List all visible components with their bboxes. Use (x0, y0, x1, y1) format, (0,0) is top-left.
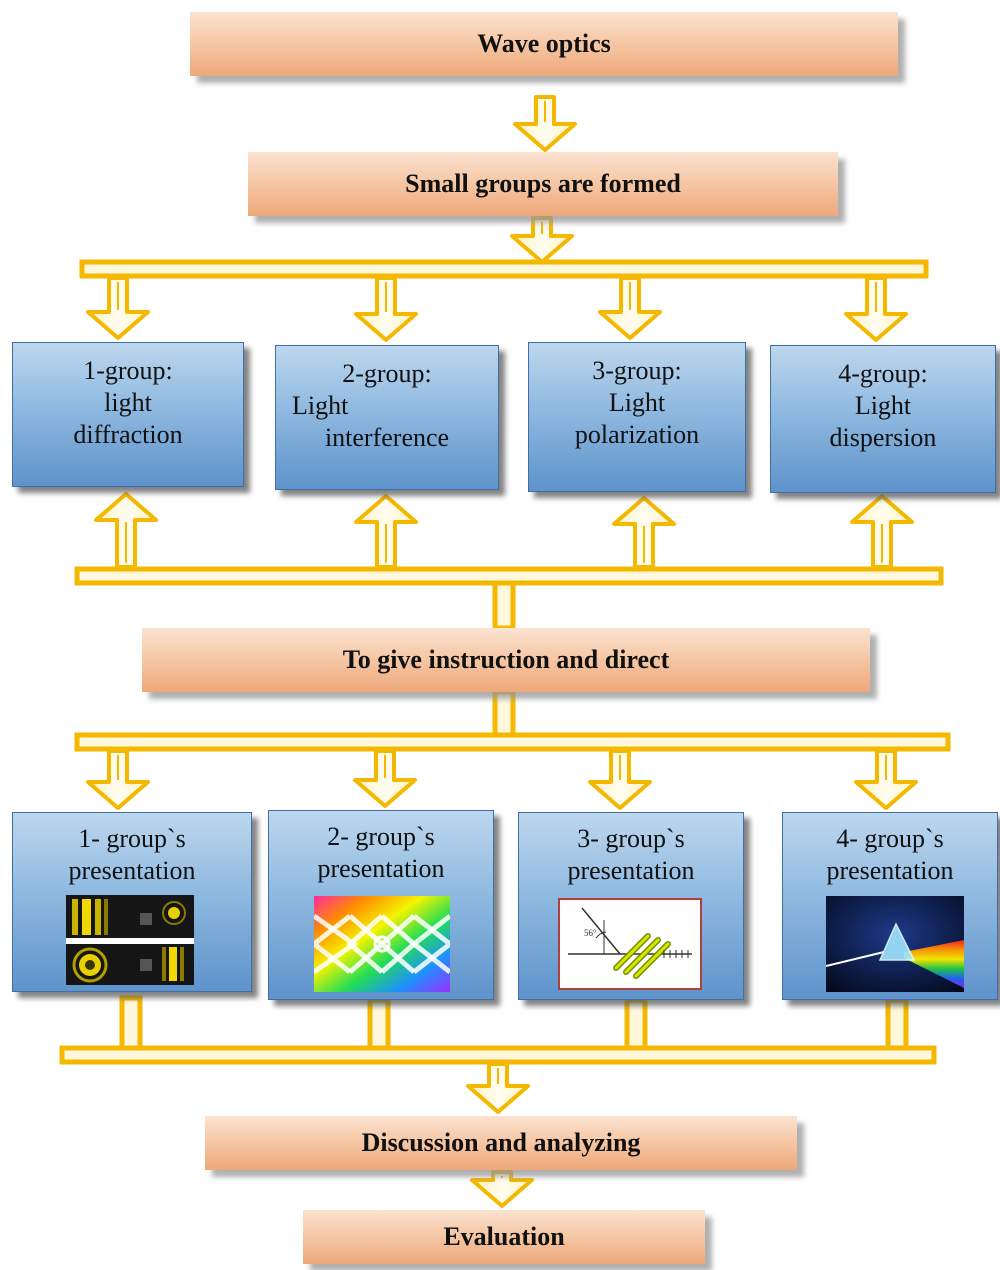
group-box-1: 1-group: light diffraction (12, 342, 244, 487)
connector-bar-groups-top (79, 259, 929, 279)
interference-pattern-image (314, 896, 450, 992)
small-groups-label: Small groups are formed (405, 169, 681, 198)
presentation-1-line-1: 1- group`s (78, 824, 186, 853)
group-1-line-3: diffraction (73, 420, 183, 449)
prism-dispersion-image (826, 896, 964, 992)
connector-stem-from-instruction (492, 689, 516, 738)
wave-optics-box: Wave optics (190, 12, 898, 76)
evaluation-box: Evaluation (303, 1210, 705, 1264)
group-2-line-1: 2-group: (342, 359, 432, 388)
instruction-box: To give instruction and direct (142, 628, 870, 692)
polarization-diagram-image: 56° (558, 898, 702, 990)
group-3-line-1: 3-group: (592, 356, 682, 385)
discussion-box: Discussion and analyzing (205, 1116, 797, 1170)
group-1-line-2: light (104, 388, 152, 417)
presentation-4-line-2: presentation (826, 856, 954, 885)
connector-stem-presentation-4 (885, 997, 909, 1051)
arrow-to-evaluation (470, 1170, 534, 1208)
arrow-wave-to-groups (513, 95, 577, 152)
group-2-line-2: Light (292, 391, 349, 420)
group-4-line-1: 4-group: (838, 359, 928, 388)
connector-bar-presentations-bottom (59, 1045, 937, 1065)
evaluation-label: Evaluation (443, 1222, 565, 1251)
connector-stem-presentation-2 (367, 997, 391, 1051)
presentation-1-line-2: presentation (68, 856, 196, 885)
group-2-line-3: interference (324, 423, 450, 452)
presentation-2-line-2: presentation (317, 854, 445, 883)
connector-stem-presentation-1 (119, 995, 143, 1051)
small-groups-box: Small groups are formed (248, 152, 838, 216)
polarization-angle-label: 56° (584, 928, 597, 938)
wave-optics-title: Wave optics (477, 29, 611, 58)
arrow-groups-to-bar (510, 216, 574, 264)
group-3-line-2: Light (608, 388, 666, 417)
presentation-3-line-1: 3- group`s (577, 824, 685, 853)
group-box-4: 4-group: Light dispersion (770, 345, 996, 493)
connector-stem-presentation-3 (624, 997, 648, 1051)
arrow-to-presentation-2 (353, 749, 417, 808)
group-3-line-3: polarization (574, 420, 700, 449)
connector-stem-to-instruction (492, 580, 516, 631)
discussion-label: Discussion and analyzing (361, 1128, 641, 1157)
arrow-to-discussion (466, 1062, 530, 1114)
group-4-line-3: dispersion (829, 423, 937, 452)
presentation-3-line-2: presentation (567, 856, 695, 885)
group-box-3: 3-group: Light polarization (528, 342, 746, 492)
diffraction-pattern-image (66, 895, 194, 985)
instruction-label: To give instruction and direct (342, 645, 670, 674)
presentation-4-line-1: 4- group`s (836, 824, 944, 853)
group-4-line-2: Light (854, 391, 912, 420)
group-1-line-1: 1-group: (83, 356, 173, 385)
group-box-2: 2-group: Light interference (275, 345, 499, 490)
presentation-2-line-1: 2- group`s (327, 822, 435, 851)
